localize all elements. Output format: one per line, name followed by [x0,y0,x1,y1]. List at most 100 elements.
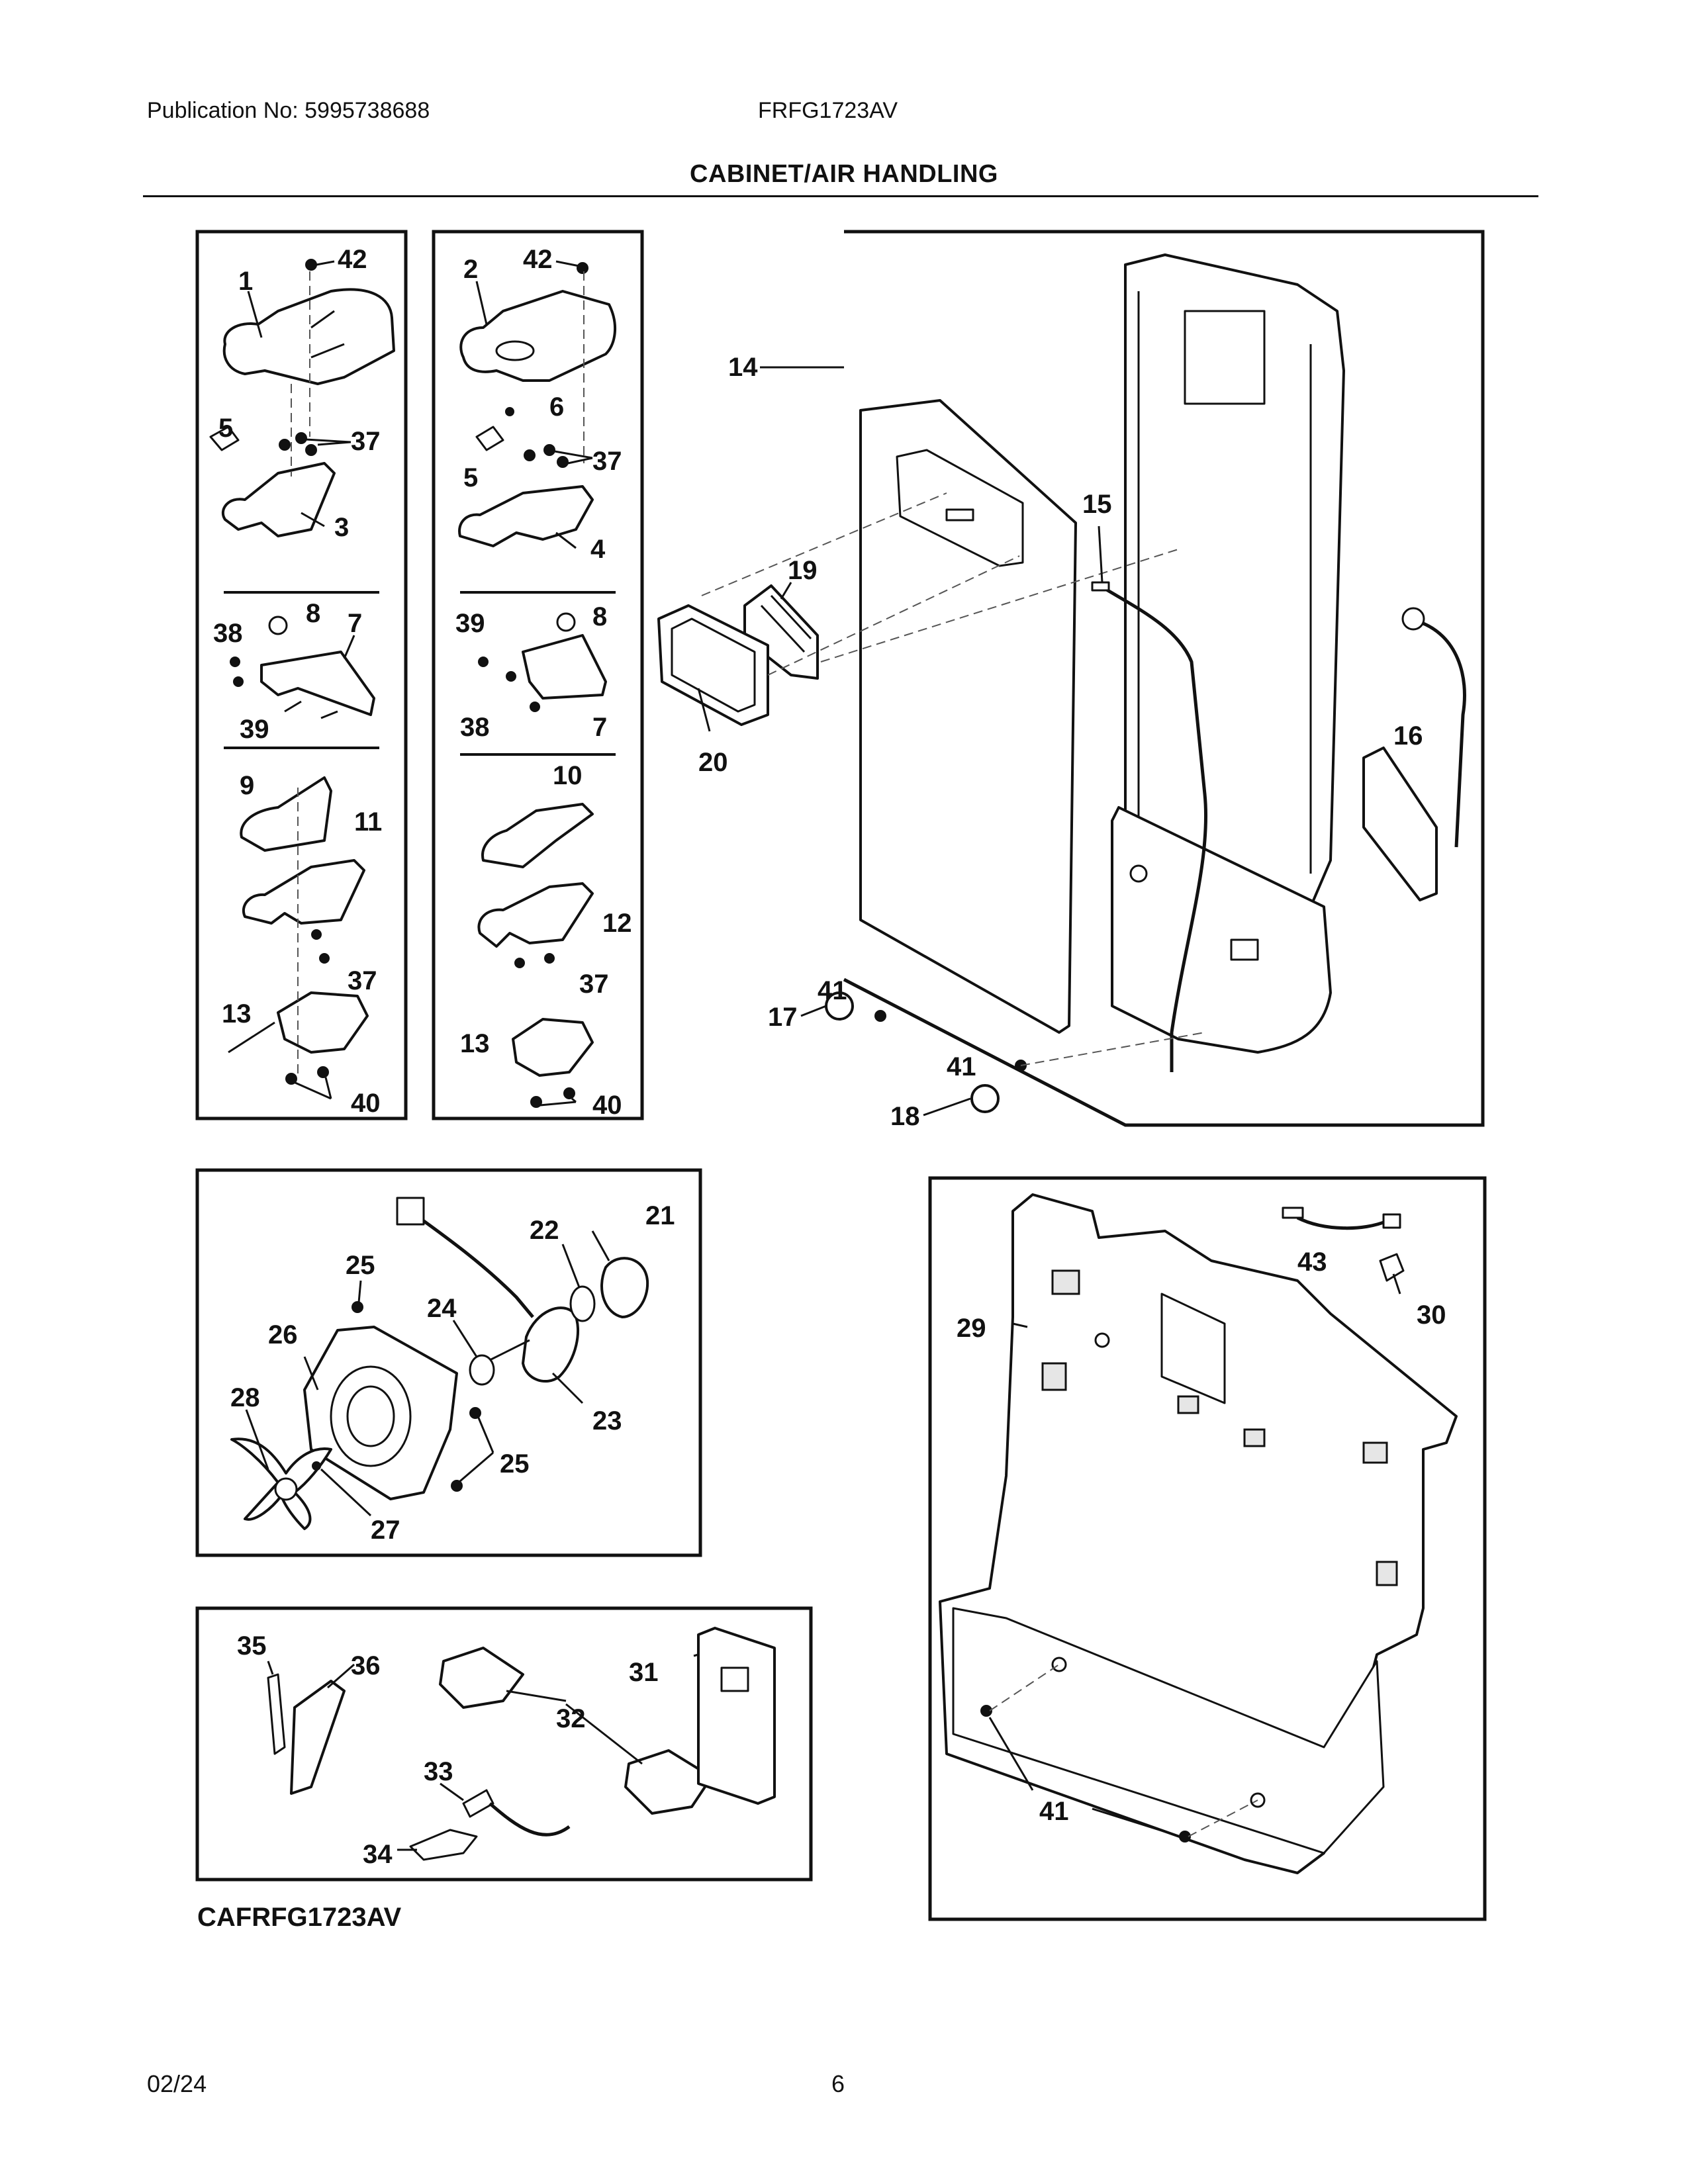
callout-7: 7 [348,609,362,638]
hinge-plate-right [458,485,594,547]
hinge-plate-left [221,462,336,537]
callout-11: 11 [354,807,382,837]
duct-opening [1184,310,1266,405]
callout-38: 38 [213,619,243,648]
callout-25: 25 [346,1251,375,1280]
diagram-caption: CAFRFG1723AV [197,1903,402,1932]
callout-33: 33 [424,1757,453,1786]
callout-22: 22 [530,1216,559,1245]
callout-9: 9 [240,771,254,800]
callout-41b: 41 [947,1052,976,1081]
rear-vents [1041,1269,1398,1586]
callout-34: 34 [363,1840,393,1869]
callout-6: 6 [549,392,564,422]
callout-4: 4 [590,535,606,564]
callout-13: 13 [222,999,252,1028]
page-title: CABINET/AIR HANDLING [690,160,998,188]
cap-18 [970,1084,1000,1113]
sensor-wire [1104,587,1208,1072]
callout-10: 10 [553,761,583,790]
publication-number: Publication No: 5995738688 [147,98,430,123]
callout-37: 37 [351,427,381,456]
callout-37d: 37 [579,970,609,999]
publication-date: 02/24 [147,2070,207,2097]
hinge-cover-left [222,288,395,385]
fan-motor [522,1306,580,1383]
callout-40b: 40 [592,1091,622,1120]
panel-controls [195,1606,813,1882]
callout-24: 24 [427,1294,457,1323]
callout-5b: 5 [463,463,478,492]
hinge-bracket-right [522,634,607,700]
callout-23: 23 [592,1406,622,1435]
rear-sensor-wire [1296,1216,1387,1230]
callout-42b: 42 [523,245,553,274]
hinge-cover-lower-left [240,776,332,852]
panel-right-hinges-frame [432,230,644,1120]
panel-liner-frame [843,230,1485,1127]
callout-28: 28 [230,1383,260,1412]
callout-37c: 37 [592,447,622,476]
callout-7b: 7 [592,713,607,742]
callout-39: 39 [240,715,269,744]
panel-left-hinges [195,230,408,1120]
liner-vent-frame [896,449,1024,567]
rear-connector [1379,1253,1405,1282]
callout-40: 40 [351,1089,381,1118]
callout-38b: 38 [460,713,490,742]
callout-41: 41 [818,976,847,1005]
callout-43: 43 [1297,1248,1327,1277]
rear-panel-recess [1160,1293,1226,1404]
model-number: FRFG1723AV [758,98,898,123]
panel-left-hinges-frame [195,230,408,1120]
callout-32: 32 [556,1704,586,1733]
hinge-cover-lower-right [481,803,594,868]
wire-harness-bracket [1362,747,1438,901]
hinge-cover-right [459,290,617,382]
callout-14: 14 [728,353,758,382]
panel-rear [928,1176,1487,1921]
callout-16: 16 [1393,721,1423,751]
motor-bracket-ring [569,1285,596,1322]
callout-41c: 41 [1039,1797,1069,1826]
hinge-bracket-left [260,651,375,716]
callout-labels: 1 42 5 37 3 8 7 38 39 9 11 37 13 40 2 4 2… [213,245,1446,1869]
page-number: 6 [831,2070,845,2097]
light-clip [409,1829,478,1861]
air-duct-cover [1124,253,1345,908]
callout-27: 27 [371,1516,400,1545]
callout-37b: 37 [348,966,377,995]
control-board [697,1627,776,1805]
callout-31: 31 [629,1658,659,1687]
hinge-shim [475,426,504,451]
callout-2: 2 [463,255,478,284]
led-wire [489,1802,571,1837]
panel-liner [657,230,1485,1127]
callout-29: 29 [957,1314,986,1343]
panel-rear-frame [928,1176,1487,1921]
harness-wire [1419,620,1466,848]
panel-right-hinges [432,230,644,1120]
motor-mount [600,1257,649,1318]
callout-17: 17 [768,1003,798,1032]
hinge-bearing-right [512,1018,594,1077]
callout-39b: 39 [455,609,485,638]
callout-15: 15 [1082,490,1112,519]
callout-1: 1 [238,267,253,296]
callout-36: 36 [351,1651,381,1680]
led-light [462,1789,494,1818]
light-cover-lower [624,1749,713,1815]
light-bracket [267,1673,286,1755]
callout-12: 12 [602,909,632,938]
callout-30: 30 [1417,1300,1446,1330]
leader-lines [228,260,1401,1851]
light-cover-upper [439,1647,524,1709]
callout-3: 3 [334,513,349,542]
panel-controls-frame [195,1606,813,1882]
callout-8: 8 [306,599,320,628]
hinge-lower-right [477,882,594,948]
callout-20: 20 [698,748,728,777]
callout-35: 35 [237,1631,267,1661]
callout-21: 21 [645,1201,675,1230]
